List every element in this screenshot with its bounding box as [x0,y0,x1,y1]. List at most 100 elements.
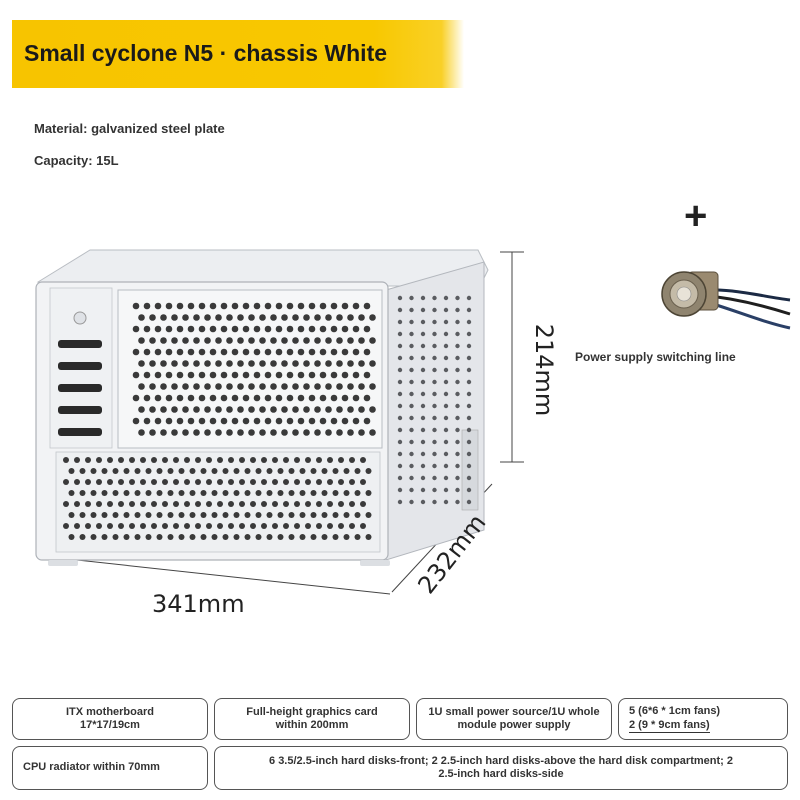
vent-hole [259,429,266,436]
vent-hole [215,429,222,436]
vent-hole [165,417,173,425]
vent-hole [354,490,361,496]
vent-hole [409,391,414,397]
vent-hole [325,314,332,321]
vent-hole [321,490,328,496]
feature-drives-line2: 2.5-inch hard disks-side [438,768,564,780]
feature-power-line2: module power supply [457,719,571,731]
vent-hole [432,295,437,301]
vent-hole [134,512,141,518]
vent-hole [85,479,91,485]
power-switch-accessory [661,271,791,330]
vent-hole [167,512,174,518]
vent-hole [369,337,376,344]
vent-hole [409,367,414,373]
vent-hole [432,499,437,505]
vent-hole [286,394,294,402]
vent-hole [149,360,156,367]
vent-hole [173,501,179,507]
vent-hole [182,406,189,413]
vent-hole [160,429,167,436]
vent-hole [264,348,272,356]
vent-hole [96,523,102,529]
vent-hole [275,394,283,402]
vent-hole [211,490,218,496]
vent-hole [184,479,190,485]
vent-hole [319,348,327,356]
vent-hole [360,523,366,529]
vent-hole [266,490,273,496]
vent-hole [143,325,151,333]
vent-hole [63,479,69,485]
vent-hole [261,501,267,507]
vent-hole [314,406,321,413]
vent-hole [343,490,350,496]
vent-hole [143,302,151,310]
vent-hole [409,415,414,421]
vent-hole [363,325,371,333]
vent-hole [226,337,233,344]
vent-hole [220,417,228,425]
vent-hole [184,457,190,463]
vent-hole [327,523,333,529]
vent-hole [154,371,162,379]
vent-hole [204,429,211,436]
vent-hole [365,512,372,518]
vent-hole [358,429,365,436]
vent-hole [101,534,108,540]
feature-power-line1: 1U small power source/1U whole [428,705,600,718]
vent-hole [162,501,168,507]
vent-hole [330,348,338,356]
accessory-caption: Power supply switching line [575,350,736,364]
vent-hole [409,343,414,349]
vent-hole [310,534,317,540]
vent-hole [341,325,349,333]
vent-hole [215,314,222,321]
vent-hole [270,314,277,321]
vent-hole [343,512,350,518]
vent-hole [101,468,108,474]
vent-hole [409,499,414,505]
vent-hole [193,314,200,321]
vent-hole [266,534,273,540]
vent-hole [314,383,321,390]
vent-hole [226,360,233,367]
vent-hole [299,534,306,540]
vent-hole [167,490,174,496]
vent-hole [466,355,472,361]
vent-hole [325,337,332,344]
vent-hole [264,371,272,379]
vent-hole [443,499,449,505]
vent-hole [151,479,157,485]
vent-hole [352,371,360,379]
vent-hole [336,337,343,344]
vent-hole [409,475,414,481]
vent-hole [266,468,273,474]
vent-hole [145,534,152,540]
vent-hole [270,337,277,344]
vent-hole [253,325,261,333]
vent-hole [332,468,339,474]
vent-hole [443,307,449,313]
vent-hole [466,499,472,505]
vent-hole [68,534,75,540]
vent-hole [167,468,174,474]
vent-hole [466,427,472,433]
vent-hole [409,295,414,301]
vent-hole [455,331,460,337]
vent-hole [325,383,332,390]
vent-hole [455,379,460,385]
vent-hole [275,348,283,356]
vent-hole [420,331,426,337]
vent-hole [314,429,321,436]
vent-hole [176,417,184,425]
vent-hole [239,523,245,529]
vent-hole [143,394,151,402]
vent-hole [347,360,354,367]
vent-hole [455,427,460,433]
vent-hole [443,487,449,493]
vent-hole [319,417,327,425]
vent-hole [74,523,80,529]
vent-hole [165,394,173,402]
